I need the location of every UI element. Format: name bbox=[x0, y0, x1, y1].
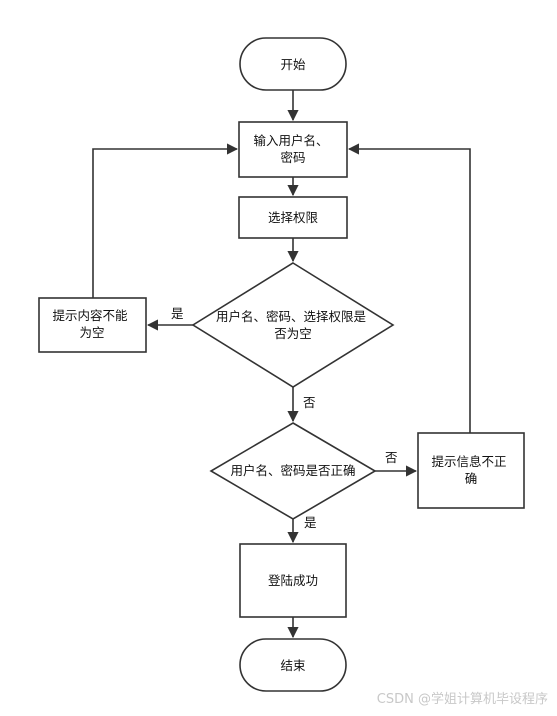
edge-label-empty-yes: 是 bbox=[171, 306, 184, 321]
edges bbox=[92, 90, 471, 639]
node-end-label: 结束 bbox=[280, 658, 306, 673]
node-input: 输入用户名、 密码 bbox=[238, 121, 348, 178]
node-invalid-msg: 提示信息不正 确 bbox=[417, 432, 525, 509]
node-check-valid: 用户名、密码是否正确 bbox=[209, 422, 377, 520]
node-empty-msg-label: 提示内容不能 为空 bbox=[53, 308, 132, 340]
node-check-empty: 用户名、密码、选择权限是 否为空 bbox=[191, 262, 395, 388]
watermark-text: CSDN @学姐计算机毕设程序 bbox=[377, 691, 548, 707]
node-success: 登陆成功 bbox=[239, 543, 347, 618]
node-select: 选择权限 bbox=[238, 196, 348, 239]
node-invalid-msg-label: 提示信息不正 确 bbox=[432, 454, 511, 486]
node-end: 结束 bbox=[239, 638, 347, 692]
node-check-empty-label: 用户名、密码、选择权限是 否为空 bbox=[216, 309, 370, 341]
edge-label-valid-no: 否 bbox=[385, 450, 398, 465]
node-start: 开始 bbox=[239, 37, 347, 91]
node-check-valid-label: 用户名、密码是否正确 bbox=[230, 463, 355, 478]
edge-empty-msg-to-input bbox=[92, 143, 239, 298]
node-empty-msg: 提示内容不能 为空 bbox=[38, 297, 147, 353]
edge-label-empty-no: 否 bbox=[303, 395, 316, 410]
node-input-label: 输入用户名、 密码 bbox=[254, 133, 333, 165]
edge-label-valid-yes: 是 bbox=[304, 515, 317, 530]
node-select-label: 选择权限 bbox=[268, 210, 319, 225]
node-start-label: 开始 bbox=[280, 57, 306, 72]
node-success-label: 登陆成功 bbox=[268, 573, 318, 588]
edge-invalid-msg-to-input bbox=[347, 143, 471, 433]
